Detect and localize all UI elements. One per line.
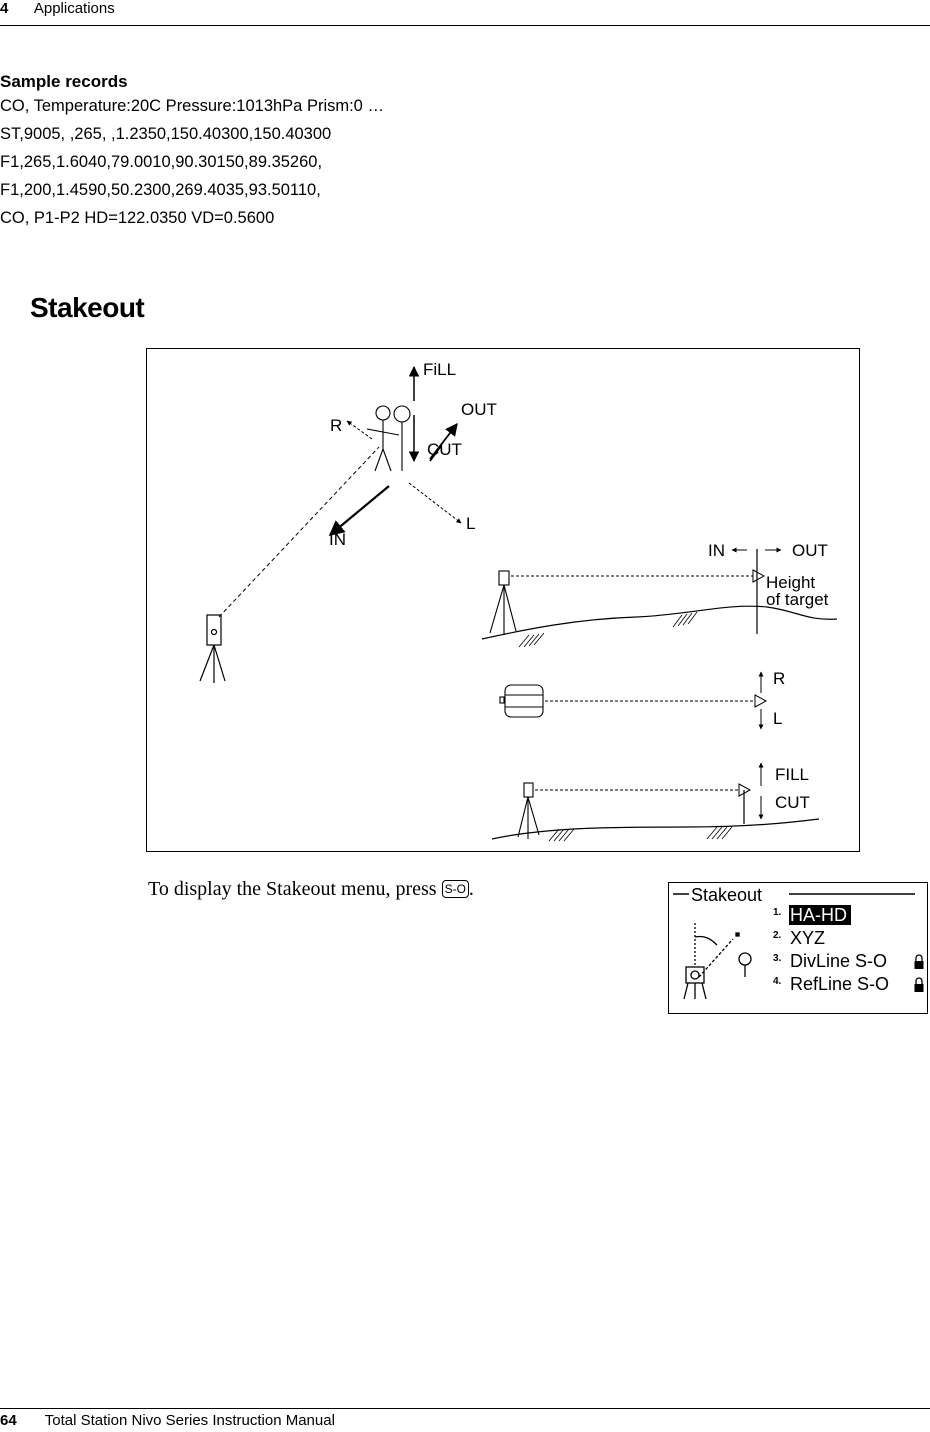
lock-icon	[914, 954, 924, 969]
lcd-item-3-number: 3.	[773, 953, 782, 964]
lcd-item-4-number: 4.	[773, 976, 782, 987]
side-elevation-view: IN OUT Height of target	[481, 541, 838, 648]
total-station-icon	[199, 614, 226, 683]
prism-person-icon	[366, 405, 411, 472]
label-out-side: OUT	[792, 541, 828, 560]
record-line: ST,9005, ,265, ,1.2350,150.40300,150.403…	[0, 125, 332, 143]
stakeout-heading: Stakeout	[30, 292, 145, 323]
label-cut-top: CUT	[427, 440, 462, 459]
header-rule	[0, 25, 930, 26]
s-o-key: S-O	[441, 880, 469, 898]
plan-view: R L	[499, 669, 785, 730]
elevation-view: FILL CUT	[491, 762, 820, 842]
page-header: 4 Applications	[0, 0, 115, 18]
instruction-text: To display the Stakeout menu, press S-O.	[148, 878, 474, 901]
instruction-sentence: To display the Stakeout menu, press	[148, 878, 437, 900]
stakeout-diagram: FiLL OUT R CUT L IN IN OUT	[146, 348, 860, 852]
record-line: CO, P1-P2 HD=122.0350 VD=0.5600	[0, 209, 275, 227]
chapter-title: Applications	[33, 0, 115, 17]
lcd-item-2[interactable]: XYZ	[790, 928, 825, 948]
sample-records-title: Sample records	[0, 72, 128, 91]
record-line: F1,200,1.4590,50.2300,269.4035,93.50110,	[0, 181, 321, 199]
label-l-top: L	[466, 514, 475, 533]
label-fill-elev: FILL	[775, 765, 809, 784]
stakeout-pictogram-icon	[683, 923, 752, 1000]
lcd-item-1[interactable]: HA-HD	[790, 905, 847, 925]
instrument-plan-icon	[499, 684, 544, 718]
lcd-item-3[interactable]: DivLine S-O	[790, 951, 887, 971]
lcd-item-4[interactable]: RefLine S-O	[790, 974, 889, 994]
label-l-plan: L	[773, 709, 782, 728]
lcd-item-2-number: 2.	[773, 930, 782, 941]
label-cut-elev: CUT	[775, 793, 810, 812]
lcd-stakeout-menu: Stakeout 1. HA-HD 2. XYZ 3. DivLine S-O …	[668, 882, 928, 1014]
label-out-top: OUT	[461, 400, 497, 419]
tripod-icon	[517, 782, 540, 839]
record-line: CO, Temperature:20C Pressure:1013hPa Pri…	[0, 97, 384, 115]
label-r-top: R	[330, 416, 342, 435]
lcd-item-1-number: 1.	[773, 907, 782, 918]
chapter-number: 4	[0, 0, 9, 17]
label-height-target: of target	[766, 590, 829, 609]
manual-title: Total Station Nivo Series Instruction Ma…	[44, 1412, 335, 1429]
lcd-title: Stakeout	[691, 885, 762, 905]
label-in-top: IN	[329, 530, 346, 549]
label-r-plan: R	[773, 669, 785, 688]
tripod-icon	[489, 570, 517, 635]
instruction-period: .	[468, 878, 474, 900]
label-in-side: IN	[708, 541, 725, 560]
page-number: 64	[0, 1412, 17, 1429]
footer-rule	[0, 1408, 930, 1409]
record-line: F1,265,1.6040,79.0010,90.30150,89.35260,	[0, 153, 323, 171]
label-fill-top: FiLL	[423, 360, 456, 379]
lock-icon	[914, 977, 924, 992]
label-height: Height	[766, 573, 815, 592]
page-footer: 64 Total Station Nivo Series Instruction…	[0, 1412, 335, 1429]
